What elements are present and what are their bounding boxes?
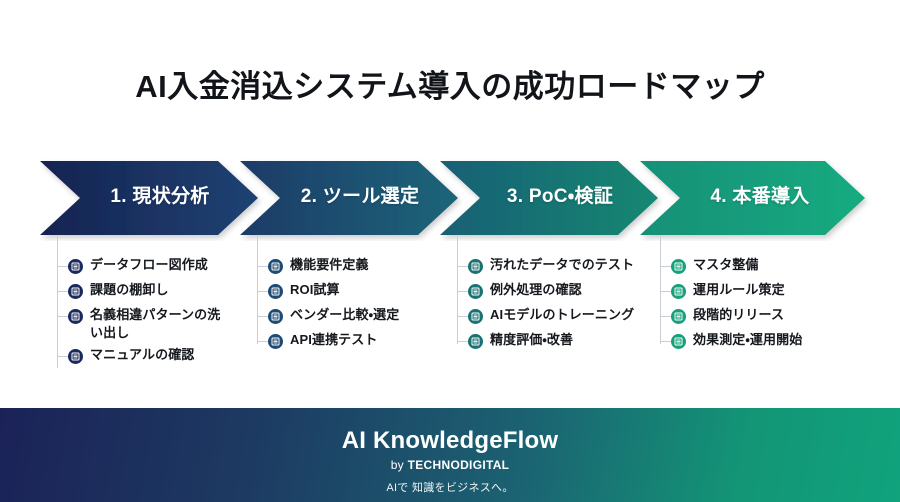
list-item: データフロー図作成 — [57, 256, 263, 278]
footer-by-word: by — [390, 457, 404, 472]
list-icon — [671, 334, 686, 349]
arrow-shape-step-2 — [240, 161, 458, 235]
arrow-label-step-1: 1. 現状分析 — [110, 186, 210, 207]
step-item-list-4: マスタ整備 運用ルール策定 段階的リリース — [660, 256, 866, 356]
list-icon — [468, 334, 483, 349]
roadmap-arrow-band — [0, 155, 900, 241]
arrow-shape-step-3 — [440, 161, 658, 235]
item-connector — [457, 341, 468, 342]
footer-tagline: AIで 知識をビジネスへ。 — [386, 481, 514, 494]
column-rail-4 — [660, 236, 661, 344]
list-item-label: 段階的リリース — [693, 307, 785, 322]
list-icon — [671, 309, 686, 324]
footer-brand: AI KnowledgeFlow — [341, 427, 559, 454]
arrow-shape-step-1 — [40, 161, 258, 235]
step-column-3: 汚れたデータでのテスト 例外処理の確認 AIモデルのトレーニング — [457, 234, 667, 394]
step-item-list-1: データフロー図作成 課題の棚卸し 名義相違パターンの洗い出し — [57, 256, 263, 371]
list-item-label: API連携テスト — [290, 332, 378, 347]
list-item-label: 運用ルール策定 — [693, 282, 785, 297]
item-connector — [57, 266, 68, 267]
list-icon — [268, 334, 283, 349]
list-item-label: 例外処理の確認 — [490, 282, 582, 297]
item-connector — [57, 316, 68, 317]
list-item-label: 課題の棚卸し — [90, 282, 169, 297]
list-item: 例外処理の確認 — [457, 281, 667, 303]
list-item-label: 機能要件定義 — [290, 257, 369, 272]
step-item-list-2: 機能要件定義 ROI試算 ベンダー比較・選定 — [257, 256, 463, 356]
list-item: API連携テスト — [257, 331, 463, 353]
list-item-label: 汚れたデータでのテスト — [490, 257, 635, 272]
list-icon — [68, 284, 83, 299]
list-item: マニュアルの確認 — [57, 346, 263, 368]
page-title: AI入金消込システム導入の成功ロードマップ — [135, 69, 765, 104]
step-detail-columns: データフロー図作成 課題の棚卸し 名義相違パターンの洗い出し — [0, 234, 900, 399]
item-connector — [257, 316, 268, 317]
list-icon — [468, 259, 483, 274]
step-column-4: マスタ整備 運用ルール策定 段階的リリース — [660, 234, 866, 394]
arrow-chevrons-svg — [40, 161, 865, 235]
list-icon — [68, 309, 83, 324]
list-item: 精度評価・改善 — [457, 331, 667, 353]
list-icon — [68, 348, 83, 364]
list-icon — [268, 259, 283, 274]
item-connector — [660, 316, 671, 317]
column-rail-3 — [457, 236, 458, 344]
arrow-label-step-3: 3. PoC・検証 — [506, 186, 614, 207]
list-icon — [268, 284, 283, 299]
item-connector — [660, 341, 671, 342]
list-item: ベンダー比較・選定 — [257, 306, 463, 328]
list-item-label: AIモデルのトレーニング — [490, 307, 635, 322]
footer-banner: AI KnowledgeFlow by TECHNODIGITAL AIで 知識… — [0, 408, 900, 502]
arrow-shape-step-4 — [640, 161, 865, 235]
arrow-label-step-2: 2. ツール選定 — [300, 186, 420, 207]
list-item: 汚れたデータでのテスト — [457, 256, 667, 278]
list-item: 効果測定・運用開始 — [660, 331, 866, 353]
step-column-1: データフロー図作成 課題の棚卸し 名義相違パターンの洗い出し — [57, 234, 263, 394]
list-item: 課題の棚卸し — [57, 281, 263, 303]
item-connector — [660, 266, 671, 267]
footer-company: TECHNODIGITAL — [407, 457, 510, 472]
list-item-label: 名義相違パターンの洗い出し — [90, 307, 221, 341]
list-item: 段階的リリース — [660, 306, 866, 328]
item-connector — [57, 355, 68, 357]
footer-byline: by TECHNODIGITAL — [0, 458, 900, 472]
step-column-2: 機能要件定義 ROI試算 ベンダー比較・選定 — [257, 234, 463, 394]
list-item: AIモデルのトレーニング — [457, 306, 667, 328]
list-item-label: ROI試算 — [290, 282, 340, 297]
column-rail-1 — [57, 236, 58, 368]
list-item-label: 精度評価・改善 — [490, 332, 574, 347]
list-item: 名義相違パターンの洗い出し — [57, 306, 263, 343]
item-connector — [57, 291, 68, 292]
list-item-label: ベンダー比較・選定 — [290, 307, 400, 322]
item-connector — [457, 291, 468, 292]
list-item-label: データフロー図作成 — [90, 257, 208, 272]
arrow-label-step-4: 4. 本番導入 — [710, 186, 810, 207]
list-icon — [468, 309, 483, 324]
list-item: 機能要件定義 — [257, 256, 463, 278]
list-item-label: マニュアルの確認 — [90, 346, 195, 362]
list-item-label: 効果測定・運用開始 — [693, 332, 803, 347]
column-rail-2 — [257, 236, 258, 344]
item-connector — [457, 316, 468, 317]
list-item-label: マスタ整備 — [693, 257, 759, 272]
list-icon — [268, 309, 283, 324]
item-connector — [257, 266, 268, 267]
list-icon — [68, 259, 83, 274]
item-connector — [660, 291, 671, 292]
step-item-list-3: 汚れたデータでのテスト 例外処理の確認 AIモデルのトレーニング — [457, 256, 667, 356]
list-icon — [468, 284, 483, 299]
list-item: マスタ整備 — [660, 256, 866, 278]
list-item: 運用ルール策定 — [660, 281, 866, 303]
list-icon — [671, 284, 686, 299]
list-icon — [671, 259, 686, 274]
list-item: ROI試算 — [257, 281, 463, 303]
item-connector — [257, 291, 268, 292]
item-connector — [457, 266, 468, 267]
item-connector — [257, 341, 268, 342]
